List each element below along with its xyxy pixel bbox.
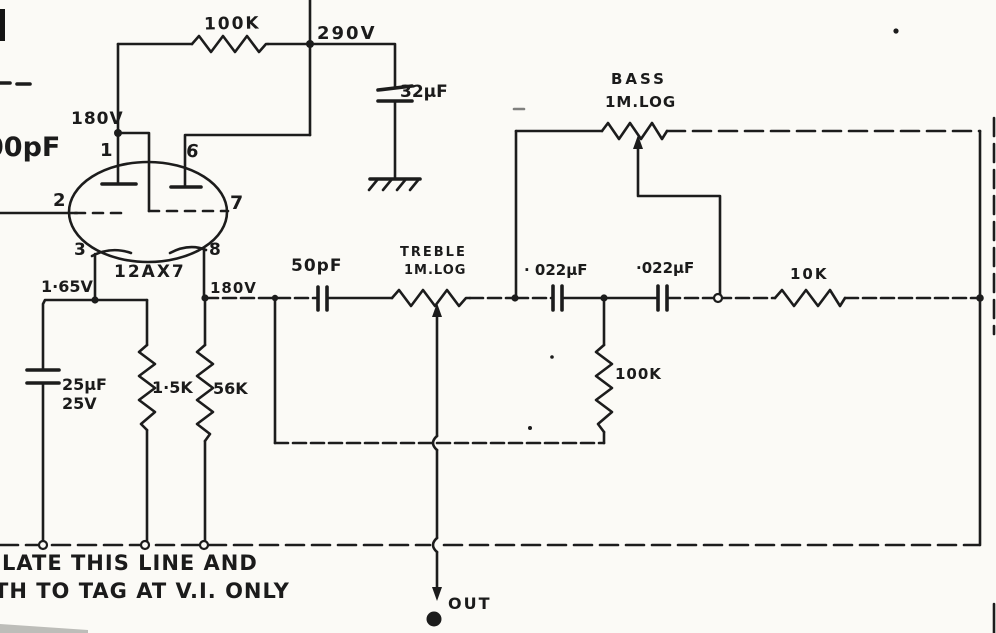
label-pin-6: 6 [184,140,201,163]
out-arrow [432,587,442,601]
label-bass-pot: BASS [611,70,667,88]
label-treble-pot: TREBLE [400,245,467,260]
label-pin-1: 1 [100,140,113,161]
bass-wiper-arrow [633,135,643,149]
label-input-cap-clipped: 00pF [0,132,61,163]
tube-cathode-3 [90,248,133,258]
tube-cathode-8 [168,245,208,255]
capacitor-25uf [25,368,61,385]
note-line-2: TH TO TAG AT V.I. ONLY [0,579,290,603]
label-cathode2-voltage: 180V [210,279,257,297]
treble-wiper-arrow [432,303,442,317]
label-tone-cap-1: · 022μF [524,261,588,279]
label-pin-3: 3 [74,240,86,260]
resistor-10k [773,288,847,308]
label-pin-7: 7 [230,192,244,214]
label-treble-pot-value: 1M.LOG [404,263,467,278]
scan-artifacts [0,9,899,633]
label-cathode2-resistor: 56K [213,379,248,398]
label-series-resistor: 10K [790,265,829,283]
label-coupling-cap: 50pF [291,256,343,276]
label-tube-type: 12AX7 [114,262,186,282]
label-tone-cap-2: ·022μF [636,259,695,277]
label-cathode-cap-value: 25μF [62,375,107,394]
resistor-56k-cathode [195,343,215,443]
out-terminal [426,611,442,627]
label-pin-8: 8 [209,240,221,260]
junction-dots [37,40,984,551]
label-shunt-resistor: 100K [615,365,662,383]
resistor-treble-pot [390,288,472,308]
resistor-100k-plate [190,34,270,54]
label-cathode1-resistor: 1·5K [152,378,193,397]
capacitor-022-2 [656,284,669,312]
tube-envelope [67,160,229,264]
label-supply-voltage: 290V [317,23,377,44]
capacitor-022-1 [551,284,564,312]
resistor-bass-pot [600,121,669,141]
resistor-100k-shunt [594,343,614,434]
label-anode-voltage: 180V [71,109,124,129]
capacitor-32uf [376,84,414,103]
label-cathode1-voltage: 1·65V [41,277,93,296]
note-line-1: LATE THIS LINE AND [2,551,258,575]
label-cathode-cap-voltage: 25V [62,394,97,413]
label-out: OUT [448,594,492,613]
ground-symbol [367,177,422,192]
label-bass-pot-value: 1M.LOG [605,93,677,111]
label-plate-resistor: 100K [203,13,261,35]
label-supply-capacitor: 32μF [400,82,448,102]
resistor-1k5-cathode [137,343,157,432]
label-pin-2: 2 [53,190,66,211]
capacitor-50pf [316,285,329,312]
